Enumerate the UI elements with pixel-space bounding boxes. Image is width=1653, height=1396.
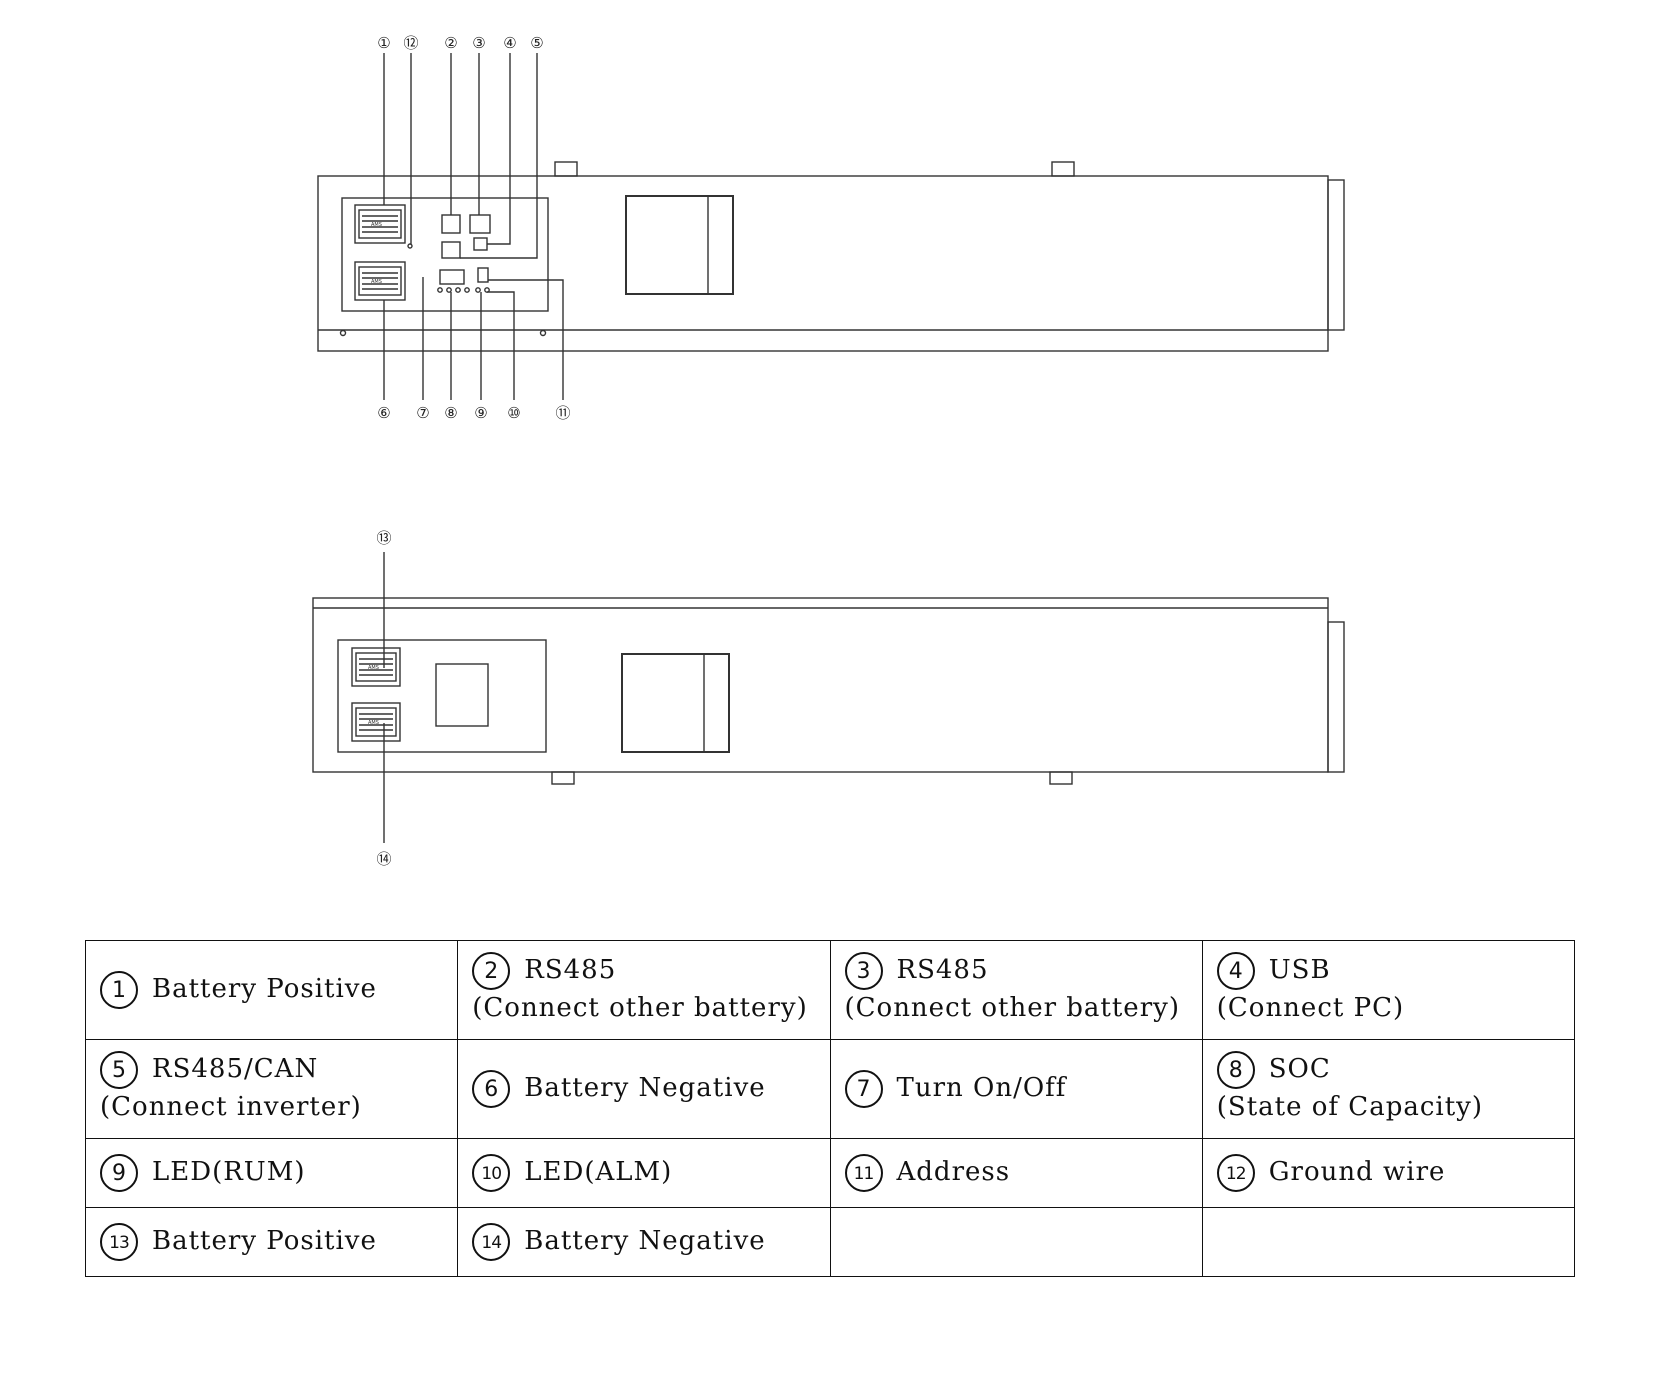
legend-label: Battery Positive <box>152 1226 377 1257</box>
port-tag-text: AMS <box>371 222 382 228</box>
battery-negative-connector-rear <box>351 702 401 742</box>
legend-cell: 3 RS485 (Connect other battery) <box>829 940 1203 1040</box>
battery-positive-connector-rear <box>351 647 401 687</box>
legend-label: RS485 <box>524 955 617 986</box>
legend-number: 4 <box>1216 952 1255 991</box>
legend-cell: 14 Battery Negative <box>457 1207 831 1277</box>
callout-10: ⑩ <box>507 404 520 422</box>
legend-cell-empty <box>1201 1207 1576 1277</box>
legend-label: Turn On/Off <box>896 1073 1067 1104</box>
legend-label: Battery Positive <box>152 974 377 1005</box>
legend-number: 1 <box>100 971 138 1009</box>
legend-cell-empty <box>829 1207 1203 1277</box>
legend-label: LED(ALM) <box>524 1157 673 1188</box>
legend-label: Address <box>896 1157 1011 1188</box>
usb-port <box>473 237 488 251</box>
legend-number: 10 <box>472 1154 511 1192</box>
legend-cell: 2 RS485 (Connect other battery) <box>457 940 831 1040</box>
legend-cell: 13 Battery Positive <box>84 1207 459 1277</box>
legend-cell: 1 Battery Positive <box>84 940 459 1040</box>
table-row: 13 Battery Positive 14 Battery Negative <box>84 1207 1576 1277</box>
legend-cell: 6 Battery Negative <box>457 1039 831 1139</box>
legend-number: 5 <box>100 1051 138 1090</box>
callout-9: ⑨ <box>474 404 487 422</box>
legend-label: SOC <box>1268 1054 1331 1085</box>
legend-number: 6 <box>472 1070 511 1108</box>
legend-number: 3 <box>844 952 883 991</box>
legend-sublabel: (Connect other battery) <box>844 993 1180 1024</box>
legend-number: 2 <box>472 952 511 991</box>
callout-14: ⑭ <box>376 850 391 868</box>
callout-6: ⑥ <box>377 404 390 422</box>
battery-positive-connector-top <box>354 204 406 244</box>
legend-number: 7 <box>844 1070 883 1108</box>
legend-cell: 9 LED(RUM) <box>84 1138 459 1208</box>
legend-number: 9 <box>100 1154 138 1192</box>
port-tag-text: AMS <box>368 665 379 671</box>
callout-12: ⑫ <box>403 34 418 52</box>
callout-8: ⑧ <box>444 404 457 422</box>
rear-panel-view <box>312 552 1345 843</box>
legend-number: 13 <box>100 1223 138 1261</box>
table-row: 1 Battery Positive 2 RS485 (Connect other b… <box>84 940 1576 1040</box>
callout-1: ① <box>377 34 390 52</box>
legend-sublabel: (Connect inverter) <box>100 1092 362 1123</box>
legend-sublabel: (Connect PC) <box>1216 993 1405 1024</box>
legend-label: USB <box>1268 955 1331 986</box>
legend-label: LED(RUM) <box>152 1157 306 1188</box>
front-panel-view <box>317 53 1345 400</box>
callout-11: ⑪ <box>555 404 570 422</box>
legend-number: 12 <box>1216 1154 1255 1192</box>
port-tag-text: AMS <box>368 720 379 726</box>
callout-13: ⑬ <box>376 529 391 547</box>
legend-sublabel: (Connect other battery) <box>472 993 808 1024</box>
table-row: 5 RS485/CAN (Connect inverter) 6 Battery Ne… <box>84 1039 1576 1139</box>
rs485-port-2 <box>469 214 491 234</box>
battery-negative-connector-top <box>354 261 406 301</box>
legend-number: 8 <box>1216 1051 1255 1090</box>
rs485-can-port <box>441 241 461 259</box>
legend-label: Battery Negative <box>524 1226 766 1257</box>
legend-cell: 4 USB (Connect PC) <box>1201 940 1576 1040</box>
legend-label: Ground wire <box>1268 1157 1446 1188</box>
address-dip <box>477 267 489 283</box>
callout-2: ② <box>444 34 457 52</box>
table-row: 9 LED(RUM) 10 LED(ALM) 11 Address 12 Ground … <box>84 1138 1576 1208</box>
callout-3: ③ <box>472 34 485 52</box>
callout-5: ⑤ <box>530 34 543 52</box>
legend-sublabel: (State of Capacity) <box>1216 1092 1483 1123</box>
legend-cell: 12 Ground wire <box>1201 1138 1576 1208</box>
power-switch <box>439 269 465 285</box>
legend-cell: 11 Address <box>829 1138 1203 1208</box>
legend-cell: 10 LED(ALM) <box>457 1138 831 1208</box>
legend-number: 11 <box>844 1154 883 1192</box>
legend-cell: 5 RS485/CAN (Connect inverter) <box>84 1039 459 1139</box>
legend-label: RS485 <box>896 955 989 986</box>
legend-cell: 8 SOC (State of Capacity) <box>1201 1039 1576 1139</box>
legend-cell: 7 Turn On/Off <box>829 1039 1203 1139</box>
legend-number: 14 <box>472 1223 511 1261</box>
rs485-port-1 <box>441 214 461 234</box>
battery-module-diagram: AMS AMS AMS AMS ① ⑫ ② ③ ④ ⑤ ⑥ ⑦ ⑧ ⑨ ⑩ ⑪ … <box>312 34 1345 868</box>
legend-label: RS485/CAN <box>152 1054 319 1085</box>
callout-4: ④ <box>503 34 516 52</box>
callout-7: ⑦ <box>416 404 429 422</box>
legend-label: Battery Negative <box>524 1073 766 1104</box>
port-tag-text: AMS <box>371 279 382 285</box>
